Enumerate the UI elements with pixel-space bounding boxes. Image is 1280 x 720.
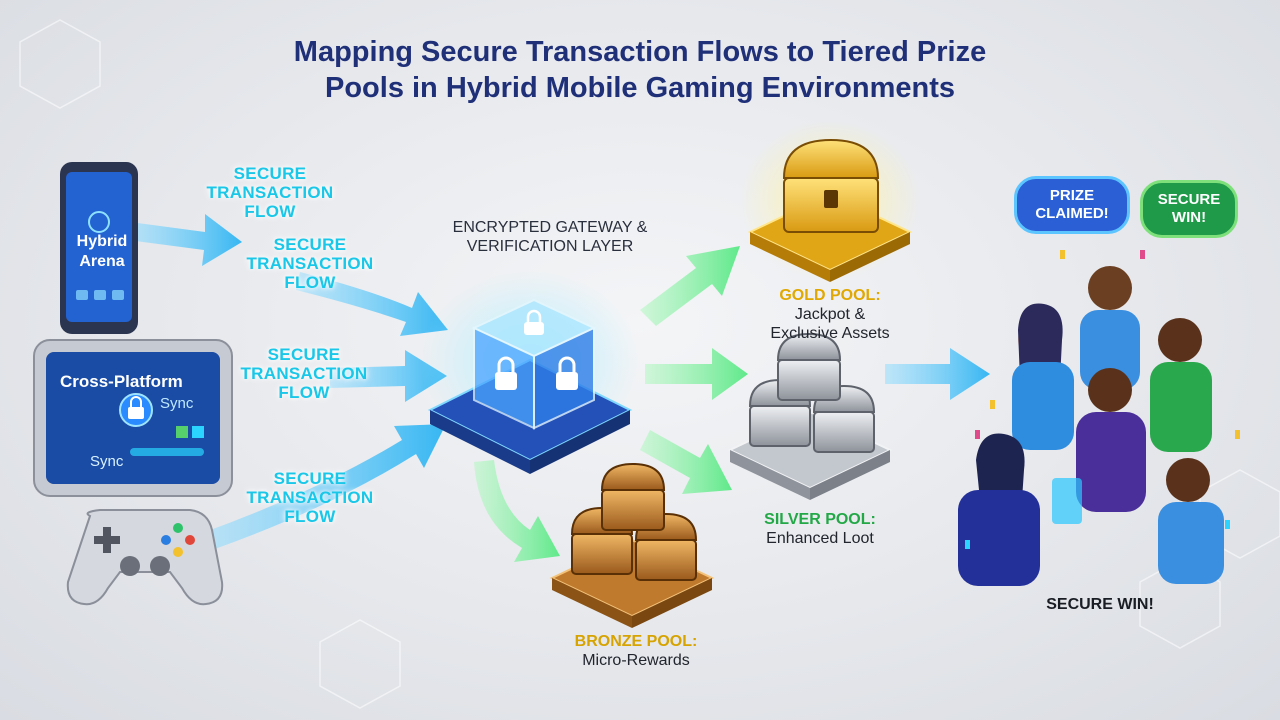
secure-win-bubble: Secure Win!: [1140, 180, 1238, 238]
arrow-to-silver: [645, 348, 748, 400]
gold-chest-icon: [740, 120, 920, 282]
arrow-to-gold: [640, 246, 740, 326]
gateway-label-line-2: Verification Layer: [466, 238, 634, 255]
tablet-sync-label-2: Sync: [90, 453, 124, 470]
flow-arrow-1: [128, 214, 242, 266]
bronze-pool-label: Bronze Pool: Micro-Rewards: [556, 632, 716, 670]
arrow-to-silver-lower: [640, 430, 732, 494]
gold-pool-label: Gold Pool: Jackpot & Exclusive Assets: [750, 286, 910, 343]
flow-arrow-4: [205, 424, 446, 550]
tablet-screen-text: Cross-Platform: [60, 372, 183, 391]
gamepad-icon: [66, 509, 224, 606]
gateway-label: Encrypted Gateway & Verification Layer: [430, 218, 670, 256]
silver-pool-name: Silver Pool:: [764, 511, 876, 528]
gateway-label-line-1: Encrypted Gateway &: [452, 219, 648, 236]
silver-chest-icon: [727, 332, 893, 500]
secure-win-caption: Secure Win!: [1046, 596, 1154, 613]
silver-pool-label: Silver Pool: Enhanced Loot: [740, 510, 900, 548]
flow-label-4: Secure Transaction Flow: [246, 469, 374, 526]
bronze-pool-name: Bronze Pool:: [574, 633, 698, 650]
phone-device: [60, 162, 138, 334]
silver-pool-line-1: Enhanced Loot: [766, 530, 874, 547]
padlock-cube-icon: [420, 270, 640, 474]
flow-label-2: Secure Transaction Flow: [246, 235, 374, 292]
flow-label-1: Secure Transaction Flow: [206, 164, 334, 221]
tablet-device: [33, 339, 233, 497]
flow-arrow-2: [296, 272, 448, 336]
flow-label-3: Secure Transaction Flow: [240, 345, 368, 402]
tablet-sync-label-1: Sync: [160, 395, 194, 412]
winners-group: [958, 250, 1240, 586]
title-line-2: Pools in Hybrid Mobile Gaming Environmen…: [324, 72, 955, 104]
flow-arrow-3: [330, 350, 447, 402]
gold-pool-line-1: Jackpot &: [794, 306, 866, 323]
prize-claimed-bubble: Prize Claimed!: [1014, 176, 1130, 234]
gold-pool-line-2: Exclusive Assets: [770, 325, 890, 342]
arrow-to-winners: [885, 348, 990, 400]
phone-screen-text: Hybrid Arena: [76, 233, 128, 270]
title-line-1: Mapping Secure Transaction Flows to Tier…: [293, 36, 987, 68]
bronze-chest-icon: [549, 462, 715, 628]
gold-pool-name: Gold Pool:: [779, 287, 881, 304]
arrow-to-bronze: [474, 460, 560, 562]
bronze-pool-line-1: Micro-Rewards: [582, 652, 690, 669]
page-title: Mapping Secure Transaction Flows to Tier…: [190, 34, 1090, 106]
